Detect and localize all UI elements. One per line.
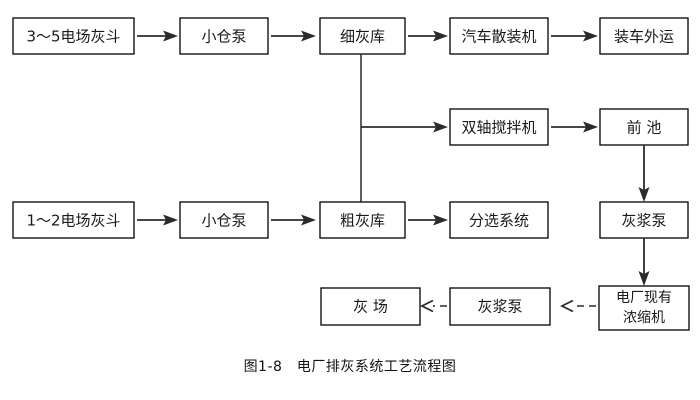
figure-caption: 图1-8 电厂排灰系统工艺流程图 (243, 359, 457, 375)
node-box (449, 201, 549, 239)
node-label: 装车外运 (614, 28, 674, 46)
node-forebay[interactable]: 前 池 (599, 108, 689, 146)
node-twin-shaft-mixer[interactable]: 双轴搅拌机 (449, 108, 549, 146)
node-box (12, 201, 135, 239)
node-box (179, 17, 269, 55)
edge-coarse-silo-to-sorting-system (408, 214, 448, 226)
arrowhead-open (559, 299, 574, 313)
node-label: 细灰库 (340, 28, 385, 46)
node-small-bin-pump-bottom[interactable]: 小仓泵 (179, 201, 269, 239)
edge-slurry-pump-bottom-to-ash-yard (419, 299, 447, 313)
arrowhead (638, 271, 650, 286)
node-box (319, 201, 406, 239)
edge-hopper1-to-pump1 (137, 30, 178, 42)
arrowhead-open (419, 299, 434, 313)
node-3-5-electric-field-ash-hopper[interactable]: 3～5电场灰斗 (12, 17, 135, 55)
node-truck-outbound-transport[interactable]: 装车外运 (599, 17, 689, 55)
node-truck-bulk-loader[interactable]: 汽车散装机 (449, 17, 549, 55)
node-label: 小仓泵 (201, 28, 246, 46)
arrowhead (583, 121, 598, 133)
arrowhead (163, 30, 178, 42)
node-existing-plant-thickener[interactable]: 电厂现有 浓缩机 (598, 285, 690, 331)
node-box (599, 17, 689, 55)
arrowhead (638, 187, 650, 202)
node-slurry-pump-bottom[interactable]: 灰浆泵 (449, 287, 551, 326)
edge-pump2-to-coarse-ash-silo (271, 214, 316, 226)
node-label-line2: 浓缩机 (623, 310, 665, 326)
arrowhead (301, 214, 316, 226)
node-label: 小仓泵 (201, 212, 246, 230)
node-label: 1～2电场灰斗 (26, 212, 120, 230)
node-box (598, 285, 690, 331)
node-label: 3～5电场灰斗 (26, 28, 120, 46)
node-fine-ash-silo[interactable]: 细灰库 (319, 17, 406, 55)
arrowhead (433, 214, 448, 226)
node-label: 灰浆泵 (621, 212, 666, 230)
edge-fine-silo-branch-to-mixer (361, 121, 448, 133)
edge-forebay-to-slurry-pump (638, 145, 650, 202)
node-box (599, 201, 689, 239)
arrowhead (163, 214, 178, 226)
node-box (320, 287, 421, 326)
arrowhead (433, 121, 448, 133)
arrowhead (583, 30, 598, 42)
edge-hopper2-to-pump2 (137, 214, 178, 226)
node-box (449, 287, 551, 326)
node-label: 汽车散装机 (461, 28, 536, 46)
node-ash-yard[interactable]: 灰 场 (320, 287, 421, 326)
node-label: 灰 场 (353, 298, 388, 316)
edge-slurry-pump-to-thickener (638, 238, 650, 286)
node-box (319, 17, 406, 55)
node-label: 双轴搅拌机 (461, 119, 536, 137)
node-small-bin-pump-top[interactable]: 小仓泵 (179, 17, 269, 55)
edge-fine-ash-silo-to-truck-loader (408, 30, 448, 42)
edge-thickener-to-slurry-pump-bottom (559, 299, 596, 313)
edge-truck-loader-to-outbound (551, 30, 598, 42)
node-slurry-pump-right[interactable]: 灰浆泵 (599, 201, 689, 239)
edge-mixer-to-forebay (551, 121, 598, 133)
node-box (449, 108, 549, 146)
edge-pump1-to-fine-ash-silo (271, 30, 316, 42)
node-sorting-system[interactable]: 分选系统 (449, 201, 549, 239)
node-label: 分选系统 (469, 212, 529, 230)
node-box (449, 17, 549, 55)
node-label-line1: 电厂现有 (616, 290, 672, 306)
node-1-2-electric-field-ash-hopper[interactable]: 1～2电场灰斗 (12, 201, 135, 239)
node-box (12, 17, 135, 55)
node-label: 粗灰库 (340, 212, 385, 230)
node-box (599, 108, 689, 146)
arrowhead (433, 30, 448, 42)
node-label: 前 池 (627, 119, 662, 137)
arrowhead (301, 30, 316, 42)
node-label: 灰浆泵 (477, 298, 522, 316)
node-box (179, 201, 269, 239)
node-coarse-ash-silo[interactable]: 粗灰库 (319, 201, 406, 239)
